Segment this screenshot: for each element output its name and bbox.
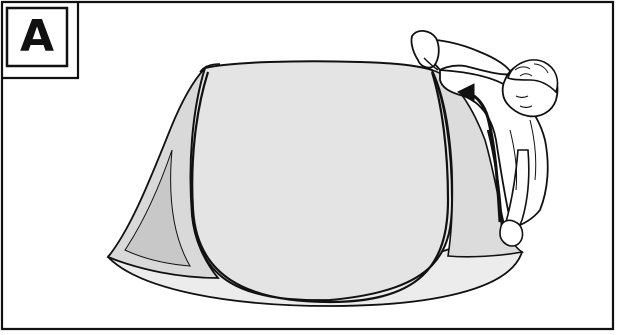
person-lower-hand (500, 220, 523, 246)
pop-up-tent (108, 61, 522, 306)
tent-dome (191, 61, 452, 300)
step-label: A (7, 8, 67, 66)
person-top-hand (411, 31, 438, 68)
